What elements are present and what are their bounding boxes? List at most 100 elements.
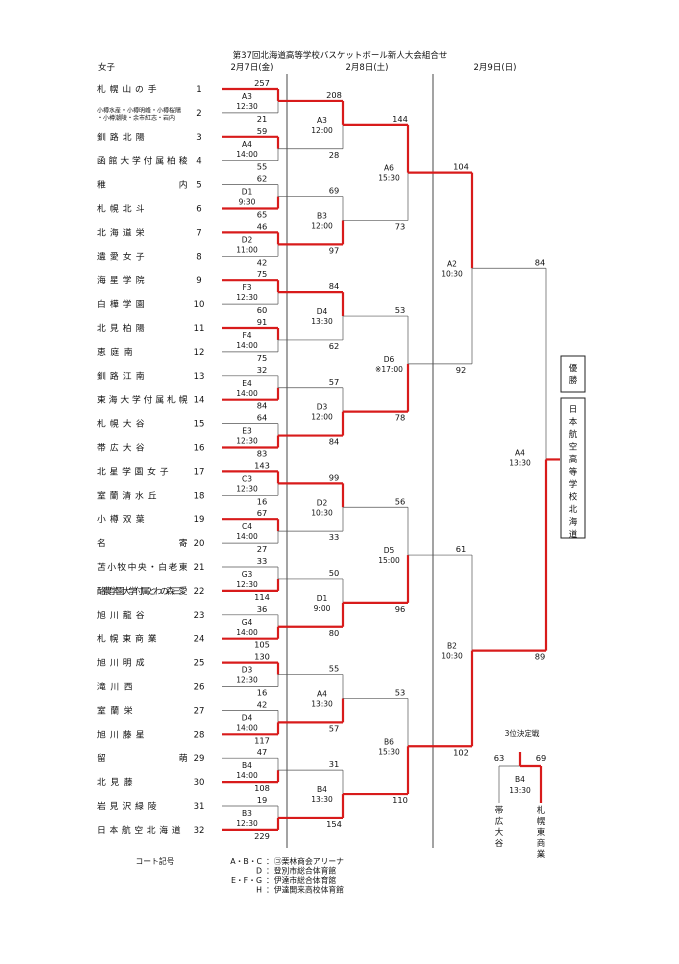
r2-match-3-score-bottom: 62: [329, 341, 340, 351]
r4-match-1-score-top: 104: [453, 162, 469, 172]
r1-match-6-time: 14:00: [236, 341, 258, 350]
r1-match-11-score-top: 33: [257, 556, 268, 566]
day-header-2: 2月8日(土): [346, 62, 389, 73]
team-name-26: 滝川西: [97, 682, 133, 693]
champion-label-box: [560, 355, 586, 393]
team-name-25: 旭川明成: [97, 657, 145, 669]
r3-match-3-score-bottom: 96: [395, 604, 406, 614]
team-name-29: 留萌: [97, 752, 188, 764]
team-seed-19: 19: [194, 515, 205, 525]
third-score-right: 69: [536, 753, 547, 763]
r3-match-4-court: B6: [384, 737, 394, 746]
r1-match-2-court: A4: [242, 140, 252, 149]
r1-match-10-court: C4: [242, 522, 252, 531]
third-team-right-char-0: 札: [537, 805, 546, 816]
r1-match-13-time: 12:30: [236, 676, 258, 685]
r3-match-4-time: 15:30: [378, 747, 400, 756]
team-name-13: 釧路江南: [97, 370, 145, 382]
r2-match-2-score-bottom: 97: [329, 245, 340, 255]
r1-match-5-time: 12:30: [236, 293, 258, 302]
r3-match-4-score-bottom: 110: [392, 795, 408, 805]
r4-match-2-court: B2: [447, 642, 457, 651]
champion-label-char-0: 優: [569, 363, 578, 374]
team-name-5: 稚内: [97, 179, 188, 191]
r3-match-1-score-top: 144: [392, 114, 408, 124]
third-court: B4: [515, 775, 525, 784]
r1-match-10-time: 14:00: [236, 532, 258, 541]
team-seed-7: 7: [196, 228, 201, 238]
team-seed-12: 12: [194, 348, 205, 358]
team-name-21: 苫小牧中央・白老東: [97, 561, 188, 573]
r1-match-16-score-top: 19: [257, 795, 268, 805]
r1-match-12-time: 14:00: [236, 628, 258, 637]
champion-name-box: [560, 397, 586, 539]
team-seed-28: 28: [194, 730, 205, 740]
r1-match-10-score-top: 67: [257, 508, 268, 518]
venue-name-1: ：登別市総合体育館: [266, 866, 336, 876]
r1-match-7-court: E4: [242, 379, 252, 388]
champion-name-char-7: 校: [569, 492, 578, 503]
team-seed-13: 13: [194, 372, 205, 382]
team-name-9: 海星学院: [97, 274, 145, 286]
r2-match-1-score-top: 208: [326, 90, 342, 100]
team-name-15: 札幌大谷: [97, 418, 145, 430]
r1-match-3-time: 9:30: [239, 198, 256, 207]
team-seed-30: 30: [194, 778, 205, 788]
r2-match-7-time: 13:30: [311, 699, 333, 708]
section-label: 女子: [98, 62, 116, 73]
r1-match-12-score-top: 36: [257, 604, 268, 614]
r1-match-16-court: B3: [242, 809, 252, 818]
third-team-left-char-3: 谷: [495, 839, 504, 849]
team-name-22: 酪農学園大学付属とわの森三愛: [97, 585, 188, 597]
team-name-20: 名寄: [97, 537, 188, 549]
r2-match-7-score-bottom: 57: [329, 723, 340, 733]
r2-match-5-score-top: 99: [329, 472, 340, 482]
champion-name-char-9: 海: [569, 517, 578, 528]
r3-match-1-score-bottom: 73: [395, 221, 406, 231]
team-name-24: 札幌東商業: [97, 633, 157, 645]
r1-match-9-score-top: 143: [254, 460, 270, 470]
r1-match-6-score-top: 91: [257, 317, 268, 327]
r1-match-2-time: 14:00: [236, 150, 258, 159]
team-name-3: 釧路北陽: [97, 131, 145, 143]
r3-match-1-time: 15:30: [378, 174, 400, 183]
r4-match-2-score-top: 61: [456, 544, 467, 554]
r3-match-2-court: D6: [384, 355, 395, 364]
team-seed-4: 4: [196, 157, 201, 167]
champion-name-char-2: 航: [569, 429, 578, 440]
r2-match-3-score-top: 84: [329, 281, 340, 291]
venue-name-0: ：㋙栗林商会アリーナ: [266, 856, 344, 866]
r2-match-8-score-top: 31: [329, 759, 340, 769]
third-team-left-char-2: 大: [495, 827, 504, 838]
r1-match-9-time: 12:30: [236, 484, 258, 493]
third-team-left-char-1: 広: [495, 816, 504, 827]
team-seed-6: 6: [196, 205, 201, 215]
day-header-3: 2月9日(日): [474, 63, 517, 73]
final-court: A4: [515, 448, 525, 457]
r1-match-3-score-bottom: 65: [257, 210, 268, 220]
r1-match-6-court: F4: [242, 331, 251, 340]
team-seed-17: 17: [194, 467, 205, 477]
third-score-left: 63: [494, 753, 505, 763]
team-seed-14: 14: [194, 396, 205, 406]
r1-match-13-score-top: 130: [254, 652, 270, 662]
team-name-1: 札幌山の手: [97, 83, 157, 95]
r3-match-2-score-top: 53: [395, 305, 406, 315]
team-seed-2: 2: [196, 109, 201, 119]
team-seed-5: 5: [196, 181, 201, 191]
champion-name-char-4: 高: [569, 454, 578, 465]
venue-name-3: ：伊達開来高校体育館: [266, 885, 344, 895]
team-name-28: 旭川藤星: [97, 728, 145, 740]
r2-match-5-time: 10:30: [311, 508, 333, 517]
r4-match-2-score-bottom: 102: [453, 747, 469, 757]
team-seed-22: 22: [194, 587, 205, 597]
r1-match-2-score-bottom: 55: [257, 162, 268, 172]
champion-name-char-10: 道: [569, 529, 578, 540]
r3-match-3-court: D5: [384, 546, 395, 555]
team-seed-8: 8: [196, 252, 201, 262]
r1-match-11-time: 12:30: [236, 580, 258, 589]
r1-match-15-score-bottom: 108: [254, 783, 270, 793]
r1-match-8-time: 12:30: [236, 437, 258, 446]
final-score-bottom: 89: [535, 652, 546, 662]
r4-match-1-score-bottom: 92: [456, 365, 467, 375]
